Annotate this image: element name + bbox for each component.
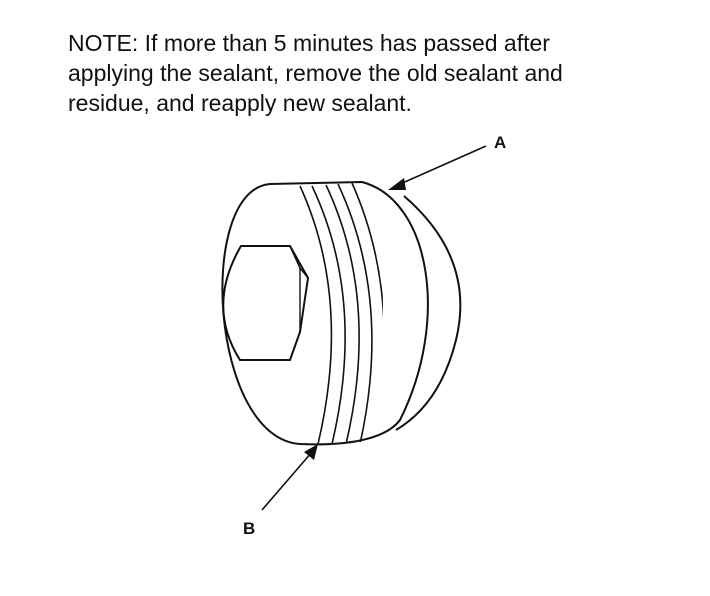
note-line-3: residue, and reapply new sealant.: [68, 90, 412, 116]
callout-b-leader: [261, 451, 313, 511]
callout-b-label: B: [243, 519, 255, 538]
callout-a-arrowhead: [388, 178, 406, 190]
callout-a-leader: [397, 145, 487, 186]
threaded-plug-icon: [221, 180, 462, 446]
callout-a-label: A: [494, 133, 506, 152]
note-line-2: applying the sealant, remove the old sea…: [68, 60, 563, 86]
callout-b: B: [243, 444, 318, 538]
callout-b-arrowhead: [304, 444, 318, 460]
hex-socket-icon: [222, 245, 310, 361]
callout-a: A: [388, 133, 506, 190]
note-text: NOTE: If more than 5 minutes has passed …: [68, 28, 688, 118]
note-line-1: NOTE: If more than 5 minutes has passed …: [68, 30, 550, 56]
